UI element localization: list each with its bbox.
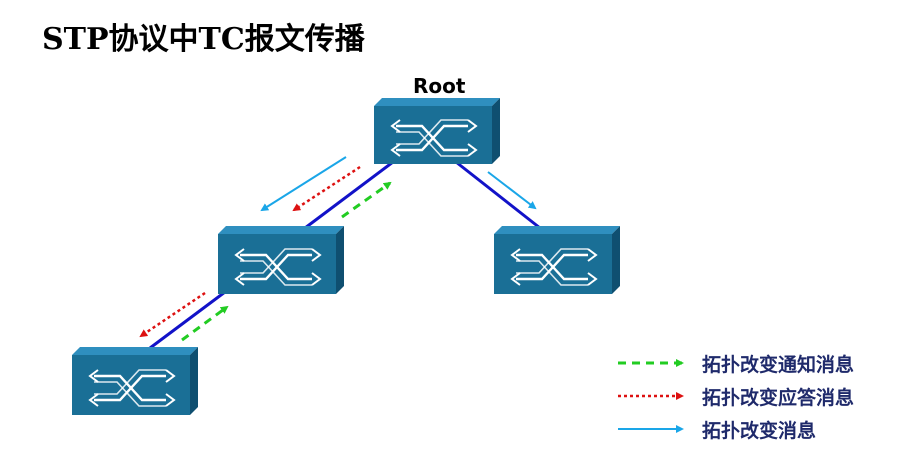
switch-bottom-left	[72, 347, 198, 415]
ack-arrow-root-to-middle	[292, 165, 361, 212]
legend-notify-label: 拓扑改变通知消息	[702, 354, 855, 376]
change-arrow-root-to-right	[487, 171, 537, 210]
link-middle-bottom	[149, 290, 226, 350]
legend-change-label: 拓扑改变消息	[702, 420, 817, 442]
page-title: STP协议中TC报文传播	[42, 22, 365, 57]
change-arrow-root-to-middle	[260, 156, 347, 212]
notify-arrow-middle-to-root	[341, 181, 392, 219]
switch-right	[494, 226, 620, 294]
notify-arrow-bottom-to-middle	[181, 305, 229, 342]
switch-middle	[218, 226, 344, 294]
ack-arrow-middle-to-bottom	[139, 291, 206, 338]
root-label: Root	[413, 74, 466, 98]
link-root-middle	[304, 160, 394, 230]
switch-root	[374, 98, 500, 164]
legend-ack-label: 拓扑改变应答消息	[702, 387, 855, 409]
link-root-right	[455, 160, 541, 230]
